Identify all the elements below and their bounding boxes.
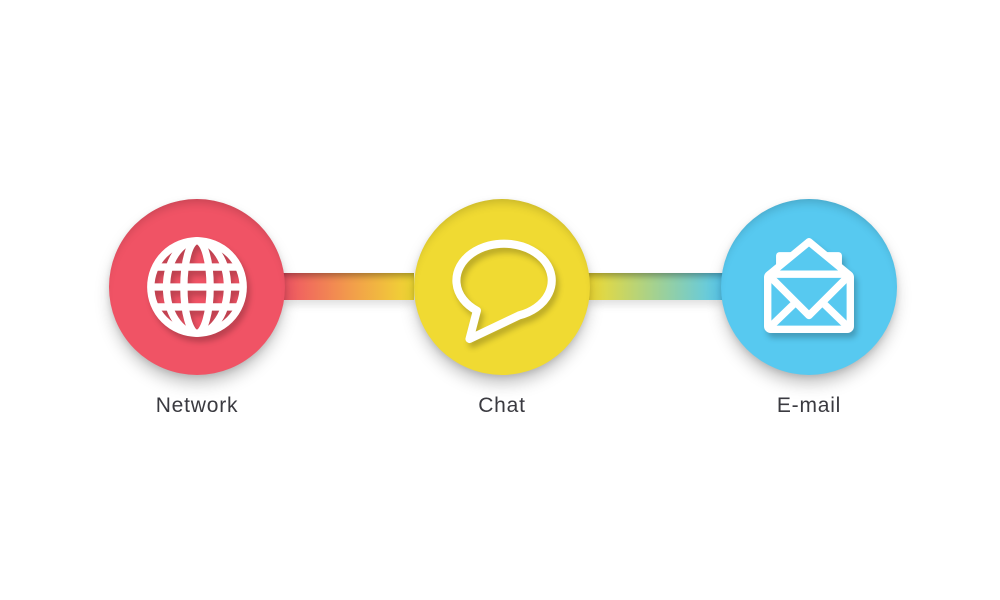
- node-label-email: E-mail: [776, 394, 842, 417]
- globe-icon: [134, 224, 260, 350]
- open-envelope-icon: [750, 228, 868, 346]
- connector-chat-email: [588, 273, 723, 300]
- node-label-network: Network: [155, 394, 239, 417]
- chat-bubble-icon: [437, 222, 567, 352]
- node-label-chat: Chat: [478, 394, 526, 417]
- node-chat: [414, 199, 590, 375]
- connector-network-chat: [283, 273, 414, 300]
- node-email: [721, 199, 897, 375]
- node-network: [109, 199, 285, 375]
